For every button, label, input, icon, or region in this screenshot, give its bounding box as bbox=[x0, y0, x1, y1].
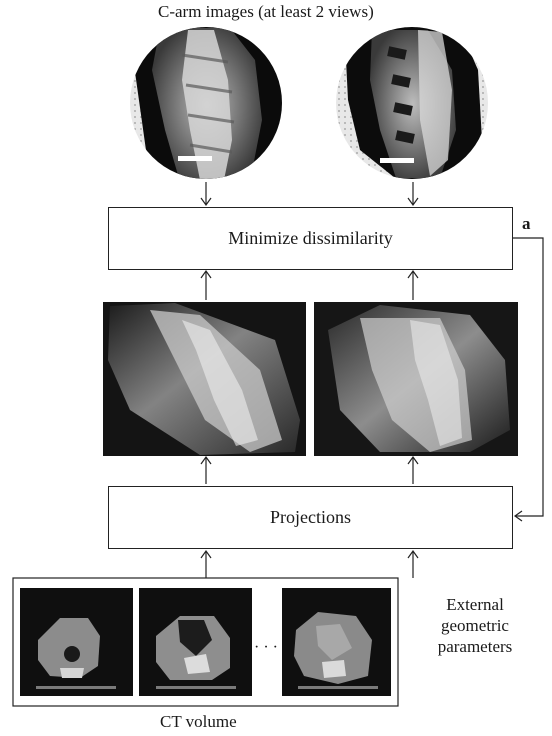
external-line-3: parameters bbox=[400, 636, 550, 657]
ct-slice-2 bbox=[139, 588, 252, 696]
arrows-carm-to-dissimilarity bbox=[201, 182, 418, 205]
ct-ellipsis: · · · bbox=[254, 638, 278, 658]
feedback-label: a bbox=[522, 214, 531, 234]
ct-slice-3 bbox=[282, 588, 391, 696]
drr-image-right bbox=[314, 302, 518, 456]
c-arm-image-right bbox=[336, 24, 488, 182]
drr-image-left bbox=[103, 302, 306, 456]
external-line-1: External bbox=[400, 594, 550, 615]
arrows-drr-to-dissimilarity bbox=[201, 271, 418, 300]
arrows-into-projections bbox=[201, 551, 418, 578]
minimize-dissimilarity-label: Minimize dissimilarity bbox=[228, 228, 393, 249]
minimize-dissimilarity-box: Minimize dissimilarity bbox=[108, 207, 513, 270]
ct-volume-caption: CT volume bbox=[160, 712, 237, 732]
projections-box: Projections bbox=[108, 486, 513, 549]
ct-slice-1 bbox=[20, 588, 133, 696]
projections-label: Projections bbox=[270, 507, 351, 528]
arrows-projections-to-drr bbox=[201, 457, 418, 484]
external-geometric-parameters: External geometric parameters bbox=[400, 594, 550, 657]
c-arm-image-left bbox=[130, 16, 301, 195]
external-line-2: geometric bbox=[400, 615, 550, 636]
